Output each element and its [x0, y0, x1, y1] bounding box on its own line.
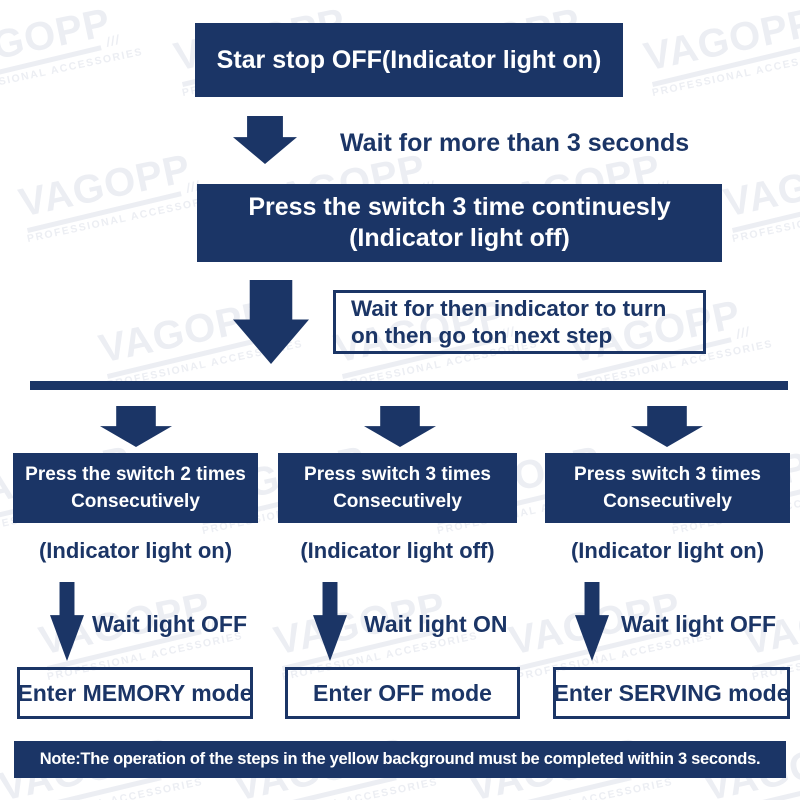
wait-indicator-box: Wait for then indicator to turn on then … — [333, 290, 706, 354]
wait-indicator-line1: Wait for then indicator to turn — [351, 296, 667, 321]
note-bar: Note:The operation of the steps in the y… — [14, 741, 786, 778]
branch2-result-box: Enter OFF mode — [285, 667, 520, 719]
branch3-indicator-label: (Indicator light on) — [570, 538, 765, 563]
branch3-wait-label: Wait light OFF — [621, 611, 777, 637]
branch2-wait-label: Wait light ON — [364, 611, 508, 637]
branch1-result-box: Enter MEMORY mode — [17, 667, 253, 719]
branch3-press-box: Press switch 3 times Consecutively — [545, 453, 790, 523]
branch-divider — [30, 381, 788, 390]
step-press-switch-line1: Press the switch 3 time continuesly — [248, 193, 671, 221]
wait-3-seconds-label: Wait for more than 3 seconds — [340, 129, 690, 157]
watermark-logo: VAGOPP///PROFESSIONAL ACCESSORIES — [640, 0, 800, 99]
watermark-logo: VAGOPP///PROFESSIONAL ACCESSORIES — [0, 0, 144, 99]
branch3-press-line1: Press switch 3 times — [574, 464, 761, 485]
branch1-press-box: Press the switch 2 times Consecutively — [13, 453, 258, 523]
branch3-result-box: Enter SERVING mode — [553, 667, 790, 719]
wait-indicator-line2: on then go ton next step — [351, 323, 613, 348]
watermark-brand-text: VAGOPP — [720, 146, 800, 226]
note-text: Note:The operation of the steps in the y… — [39, 750, 761, 768]
branch1-press-line2: Consecutively — [71, 491, 200, 512]
step-press-switch-box: Press the switch 3 time continuesly (Ind… — [197, 184, 722, 262]
watermark-logo: VAGOPP///PROFESSIONAL ACCESSORIES — [15, 145, 224, 245]
branch1-press-line1: Press the switch 2 times — [25, 464, 246, 485]
watermark-logo: VAGOPP///PROFESSIONAL ACCESSORIES — [720, 145, 800, 245]
step-start-box: Star stop OFF(Indicator light on) — [195, 23, 623, 97]
branch1-indicator-label: (Indicator light on) — [38, 538, 233, 563]
step-start-label: Star stop OFF(Indicator light on) — [216, 45, 602, 74]
branch1-wait-label: Wait light OFF — [92, 611, 248, 637]
branch2-press-line1: Press switch 3 times — [304, 464, 491, 485]
branch2-press-box: Press switch 3 times Consecutively — [278, 453, 517, 523]
branch2-indicator-label: (Indicator light off) — [300, 538, 495, 563]
branch3-press-line2: Consecutively — [603, 491, 732, 512]
branch2-press-line2: Consecutively — [333, 491, 462, 512]
step-press-switch-line2: (Indicator light off) — [349, 224, 570, 252]
